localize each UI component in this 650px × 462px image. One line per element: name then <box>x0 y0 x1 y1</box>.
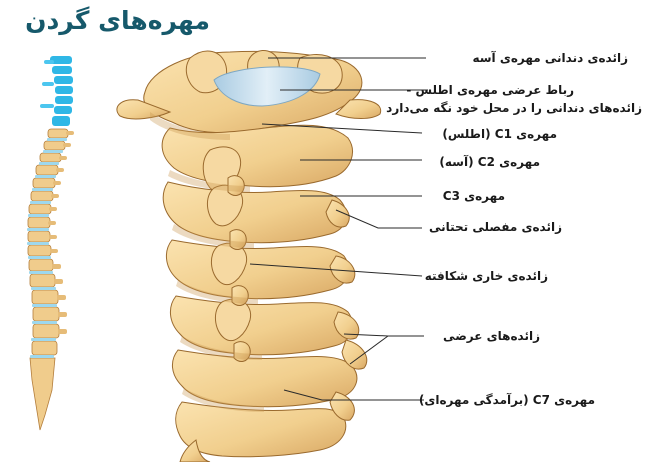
label-c2: مهره‌ی C2 (آسه) <box>439 155 540 169</box>
label-c3: مهره‌ی C3 <box>442 189 505 203</box>
label-dens: زائده‌ی دندانی مهره‌ی آسه <box>472 51 628 65</box>
label-c1: مهره‌ی C1 (اطلس) <box>442 127 557 141</box>
page-title: مهره‌های گردن <box>25 6 210 35</box>
label-transverse-ligament-line2: زائده‌های دندانی را در محل خود نگه می‌دا… <box>386 101 642 115</box>
thoracic-lumbar-region <box>27 128 69 431</box>
label-transverse-ligament-line1: رباط عرضی مهره‌ی اطلس - <box>406 83 574 97</box>
label-c7: مهره‌ی C7 (برآمدگی مهره‌ای) <box>418 393 595 407</box>
cervical-vertebrae <box>116 50 382 462</box>
leader-lines <box>249 57 428 401</box>
cervical-region-highlight <box>40 56 73 126</box>
full-spine-thumbnail <box>27 56 74 431</box>
label-inferior-articular-process: زائده‌ی مفصلی تحتانی <box>428 220 562 234</box>
intervertebral-discs <box>27 138 67 358</box>
label-transverse-processes: زائده‌های عرضی <box>443 329 540 343</box>
vertebra-c7 <box>175 401 347 458</box>
label-bifid-spinous-process: زائده‌ی خاری شکافته <box>424 269 548 283</box>
transverse-ligament <box>213 66 321 107</box>
